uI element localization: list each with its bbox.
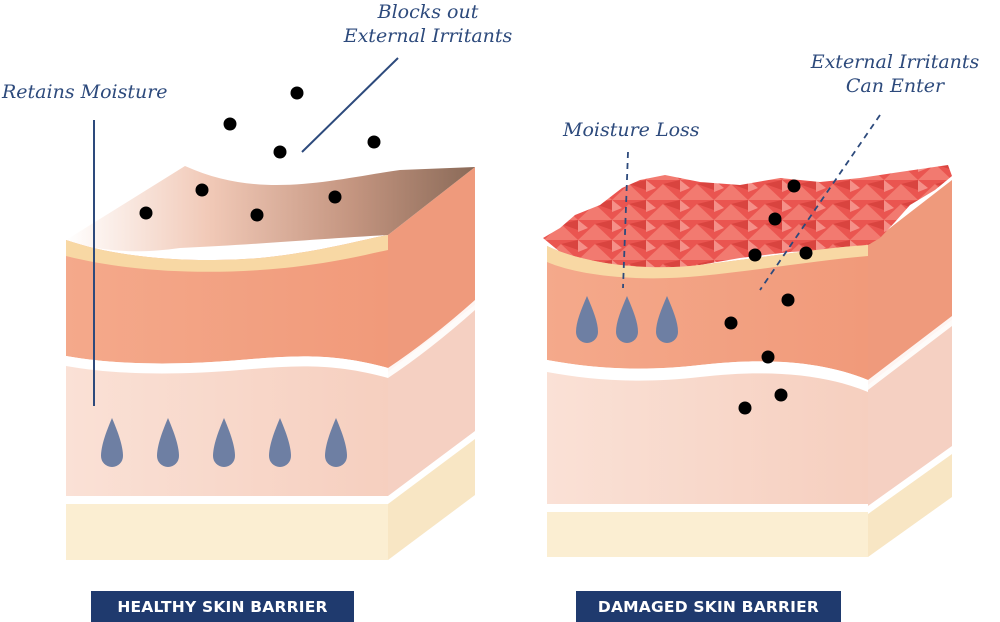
water-droplet-icon	[325, 418, 347, 467]
damaged-skin-block	[543, 165, 952, 557]
healthy-skin-block	[66, 166, 475, 560]
irritant-particle-icon	[223, 117, 237, 131]
irritants-enter-leader-line	[759, 114, 881, 291]
water-droplet-icon	[213, 418, 235, 467]
healthy-irritant-particles	[139, 86, 381, 222]
water-droplet-icon	[101, 418, 123, 467]
retains-moisture-label: Retains Moisture	[1, 81, 168, 103]
damaged-side-face	[868, 180, 952, 557]
healthy-hypodermis-layer	[66, 504, 388, 560]
irritant-particle-icon	[139, 206, 153, 220]
irritant-particle-icon	[290, 86, 304, 100]
healthy-caption: HEALTHY SKIN BARRIER	[91, 591, 354, 622]
irritant-particle-icon	[748, 248, 762, 262]
damaged-surface-layer	[543, 165, 952, 270]
irritant-particle-icon	[738, 401, 752, 415]
water-droplet-icon	[157, 418, 179, 467]
irritants-enter-label-line2: Can Enter	[846, 75, 946, 97]
damaged-irritant-particles	[724, 179, 813, 415]
blocks-irritants-label-line2: External Irritants	[343, 25, 513, 47]
irritant-particle-icon	[328, 190, 342, 204]
damaged-droplets	[576, 296, 678, 343]
water-droplet-icon	[269, 418, 291, 467]
irritant-particle-icon	[768, 212, 782, 226]
irritants-enter-label-line1: External Irritants	[810, 51, 980, 73]
irritant-particle-icon	[774, 388, 788, 402]
irritant-particle-icon	[724, 316, 738, 330]
irritant-particle-icon	[195, 183, 209, 197]
damaged-caption-text: DAMAGED SKIN BARRIER	[598, 598, 819, 616]
healthy-surface-layer	[66, 166, 475, 252]
moisture-loss-leader-line	[622, 151, 629, 289]
irritant-particle-icon	[761, 350, 775, 364]
irritant-particle-icon	[799, 246, 813, 260]
moisture-loss-label: Moisture Loss	[562, 119, 700, 141]
damaged-dermis-layer	[547, 372, 868, 508]
water-droplet-icon	[656, 296, 678, 343]
irritant-particle-icon	[781, 293, 795, 307]
irritant-particle-icon	[787, 179, 801, 193]
water-droplet-icon	[616, 296, 638, 343]
damaged-caption: DAMAGED SKIN BARRIER	[576, 591, 841, 622]
irritant-particle-icon	[273, 145, 287, 159]
healthy-droplets	[101, 418, 347, 467]
blocks-irritants-leader-line	[301, 57, 399, 153]
healthy-caption-text: HEALTHY SKIN BARRIER	[117, 598, 327, 616]
blocks-irritants-label-line1: Blocks out	[377, 1, 479, 23]
healthy-side-face	[388, 167, 475, 560]
irritant-particle-icon	[367, 135, 381, 149]
damaged-hypodermis-layer	[547, 512, 868, 557]
irritant-particle-icon	[250, 208, 264, 222]
damaged-epidermis-layer	[547, 245, 868, 380]
water-droplet-icon	[576, 296, 598, 343]
